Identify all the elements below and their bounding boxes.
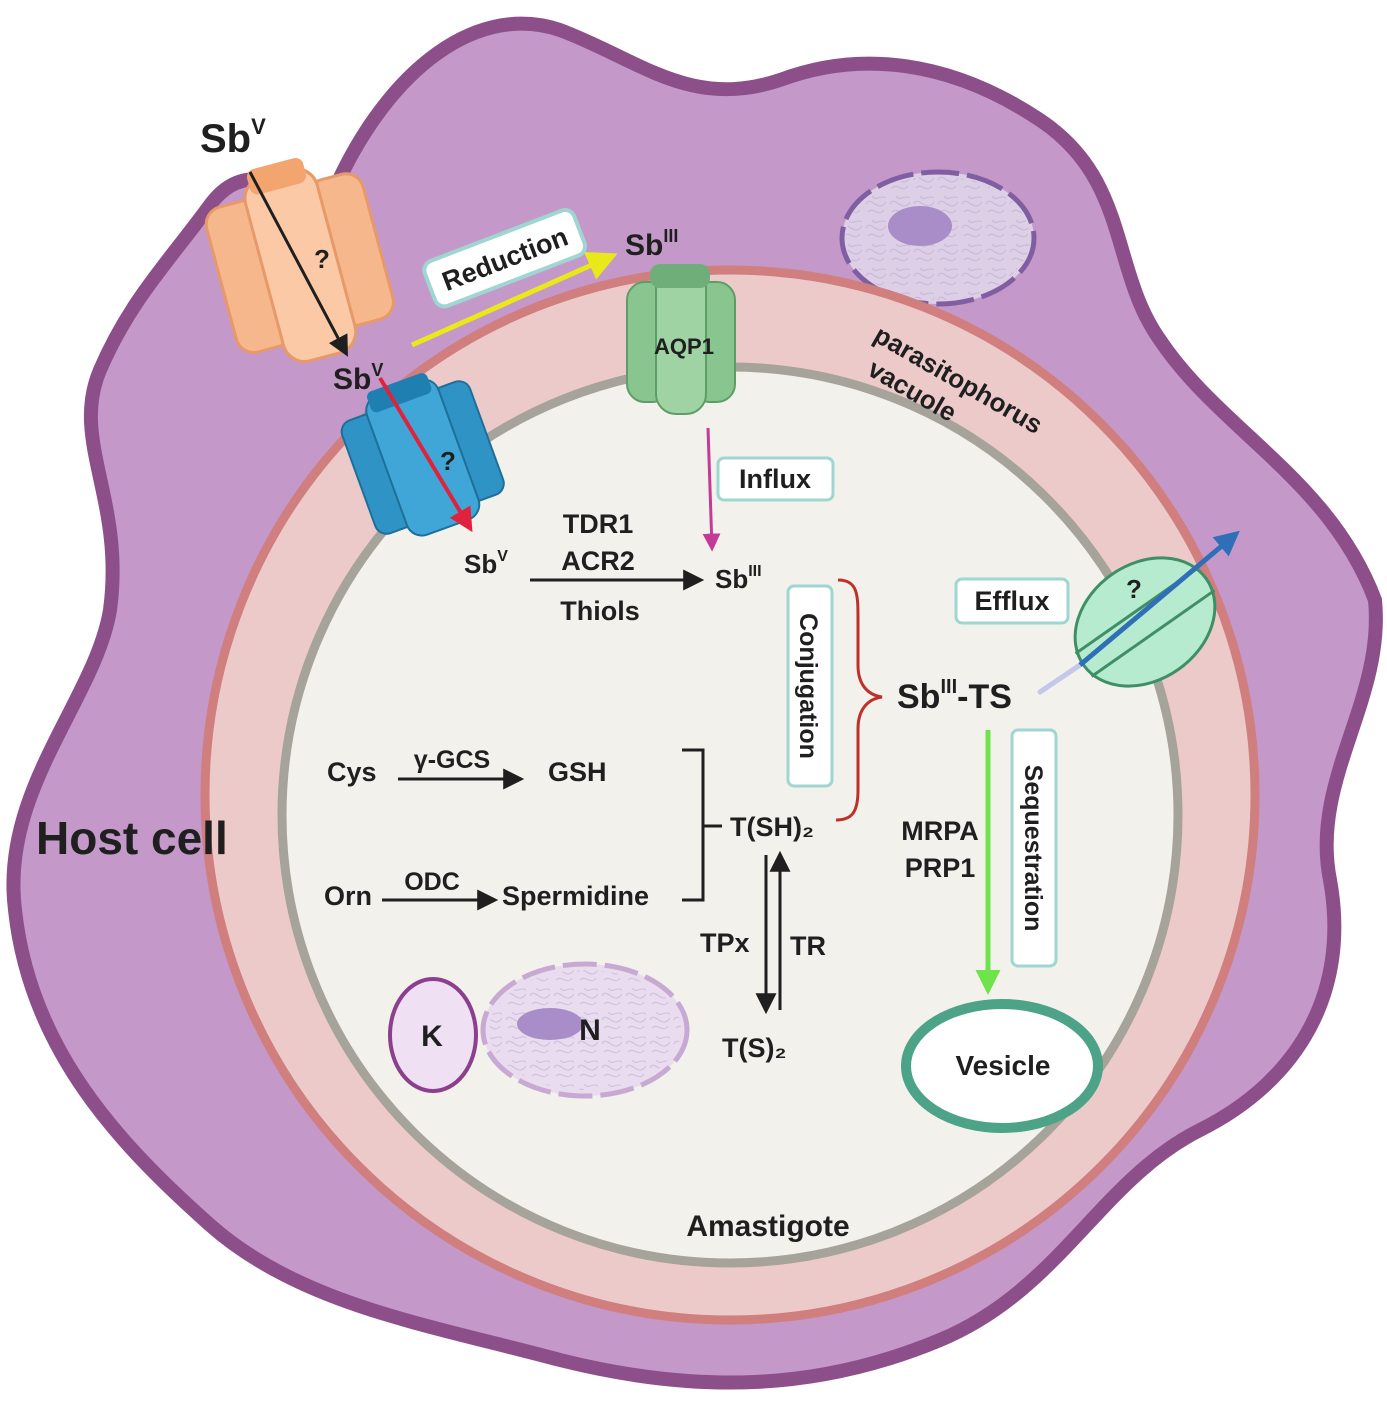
sbiii-ts-label: SbIII-TS — [897, 676, 1012, 716]
ts2-label: T(S)₂ — [722, 1033, 786, 1063]
reduction-arrow — [410, 252, 618, 348]
host-cell-label: Host cell — [36, 812, 228, 864]
cys-label: Cys — [327, 757, 377, 787]
sbv-uptake-arrow — [378, 376, 473, 533]
spermidine-label: Spermidine — [502, 881, 649, 911]
efflux-trail — [1037, 662, 1083, 695]
thiols-label: Thiols — [560, 596, 640, 626]
sbv-internal-label: SbV — [464, 548, 508, 579]
host-nucleus — [839, 169, 1037, 307]
vesicle — [901, 999, 1103, 1133]
prp1-label: PRP1 — [905, 853, 976, 883]
tr-label: TR — [790, 931, 826, 961]
odc-label: ODC — [404, 868, 460, 896]
sbiii-vacuole-label: SbIII — [625, 226, 678, 262]
amastigote-label: Amastigote — [686, 1210, 849, 1243]
efflux-arrow — [1078, 530, 1240, 667]
thiol-join-bracket — [682, 748, 722, 902]
sbiii-internal-label: SbIII — [715, 563, 762, 594]
ggcs-label: γ-GCS — [414, 746, 490, 774]
tdr1-label: TDR1 — [563, 509, 634, 539]
amastigote-nucleus — [480, 961, 690, 1099]
influx-label: Influx — [739, 464, 811, 494]
efflux-pump-question: ? — [1126, 574, 1142, 604]
efflux-pump-icon — [1073, 556, 1217, 688]
efflux-label: Efflux — [974, 586, 1049, 616]
vesicle-label: Vesicle — [956, 1050, 1051, 1081]
conjugation-label: Conjugation — [794, 613, 822, 759]
mrpa-label: MRPA — [901, 816, 979, 846]
aqp1-label: AQP1 — [654, 334, 714, 359]
sbv-entry-arrow — [248, 171, 348, 357]
amastigote-transporter-question: ? — [440, 446, 456, 476]
kinetoplast-label: K — [421, 1020, 443, 1053]
sequestration-label: Sequestration — [1019, 765, 1047, 932]
influx-box — [716, 456, 835, 502]
efflux-box — [954, 577, 1070, 625]
conjugation-brace — [835, 578, 883, 822]
influx-arrow — [702, 427, 721, 552]
orn-label: Orn — [324, 881, 372, 911]
sequestration-box — [1010, 728, 1058, 968]
gsh-label: GSH — [548, 757, 607, 787]
conjugation-box — [786, 584, 834, 788]
tpx-label: TPx — [700, 928, 750, 958]
aqp1-channel-icon — [626, 264, 736, 415]
nucleus-label: N — [579, 1014, 601, 1047]
tsh2-label: T(SH)₂ — [730, 812, 814, 842]
acr2-label: ACR2 — [561, 546, 635, 576]
kinetoplast — [388, 977, 478, 1093]
sbv-vacuole-label: SbV — [333, 360, 383, 396]
sbv-extracellular-label: SbV — [200, 114, 266, 161]
host-transporter-question: ? — [314, 244, 330, 274]
